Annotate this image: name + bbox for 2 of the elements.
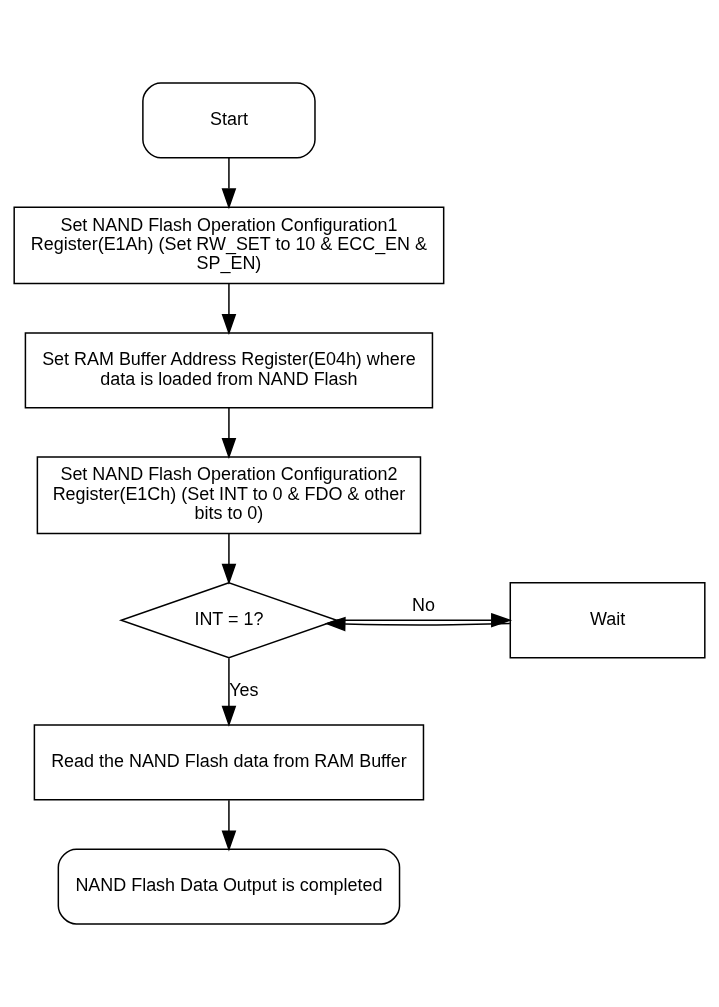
- edge-label: Yes: [229, 679, 259, 700]
- edge-label: No: [412, 594, 435, 615]
